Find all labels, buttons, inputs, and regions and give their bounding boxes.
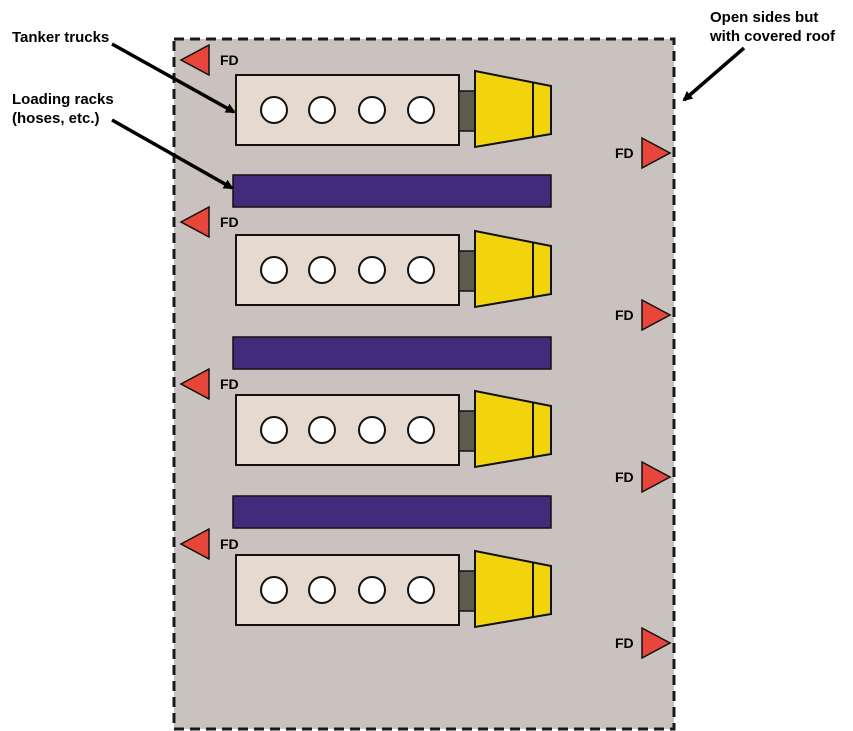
loading-rack — [232, 174, 552, 208]
open-sides-label: Open sides but — [710, 9, 818, 26]
truck-wheel — [407, 416, 435, 444]
fire-detector-label: FD — [220, 214, 239, 230]
fire-detector-label: FD — [220, 376, 239, 392]
loading-racks-label: Loading racks — [12, 91, 114, 108]
fire-detector-label: FD — [615, 145, 634, 161]
truck-coupler — [458, 410, 476, 452]
tanker-trucks-arrow — [111, 42, 236, 114]
tanker-truck — [235, 389, 552, 469]
fire-detector-label: FD — [220, 536, 239, 552]
truck-coupler — [458, 250, 476, 292]
fire-detector-icon — [641, 626, 672, 660]
fire-detector-icon — [179, 527, 210, 561]
truck-wheel — [407, 96, 435, 124]
truck-wheel — [260, 96, 288, 124]
loading-racks-arrow — [111, 118, 234, 190]
fire-detector-right: FD — [615, 298, 672, 332]
fire-detector-label: FD — [615, 307, 634, 323]
loading-rack — [232, 495, 552, 529]
fire-detector-icon — [641, 298, 672, 332]
fire-detector-left: FD — [179, 205, 239, 239]
fire-detector-left: FD — [179, 43, 239, 77]
fire-detector-left: FD — [179, 367, 239, 401]
truck-wheel — [260, 416, 288, 444]
fire-detector-icon — [641, 460, 672, 494]
truck-wheel — [407, 576, 435, 604]
tanker-truck — [235, 69, 552, 149]
fire-detector-icon — [179, 367, 210, 401]
truck-wheel — [308, 96, 336, 124]
fire-detector-icon — [179, 205, 210, 239]
fire-detector-label: FD — [220, 52, 239, 68]
loading-racks-label-sub: (hoses, etc.) — [12, 110, 100, 127]
open-sides-label-sub: with covered roof — [709, 28, 836, 45]
fire-detector-left: FD — [179, 527, 239, 561]
truck-wheel — [308, 256, 336, 284]
truck-coupler — [458, 90, 476, 132]
fire-detector-label: FD — [615, 635, 634, 651]
fire-detector-right: FD — [615, 626, 672, 660]
tanker-trucks-label: Tanker trucks — [12, 29, 109, 46]
tanker-truck — [235, 549, 552, 629]
truck-wheel — [358, 256, 386, 284]
fire-detector-right: FD — [615, 136, 672, 170]
fire-detector-right: FD — [615, 460, 672, 494]
loading-rack — [232, 336, 552, 370]
fire-detector-icon — [641, 136, 672, 170]
truck-coupler — [458, 570, 476, 612]
truck-wheel — [260, 576, 288, 604]
truck-wheel — [308, 416, 336, 444]
fire-detector-label: FD — [615, 469, 634, 485]
truck-wheel — [358, 96, 386, 124]
tanker-truck — [235, 229, 552, 309]
truck-wheel — [407, 256, 435, 284]
truck-wheel — [260, 256, 288, 284]
truck-wheel — [358, 416, 386, 444]
fire-detector-icon — [179, 43, 210, 77]
truck-wheel — [308, 576, 336, 604]
open-sides-arrow — [682, 46, 746, 102]
truck-wheel — [358, 576, 386, 604]
